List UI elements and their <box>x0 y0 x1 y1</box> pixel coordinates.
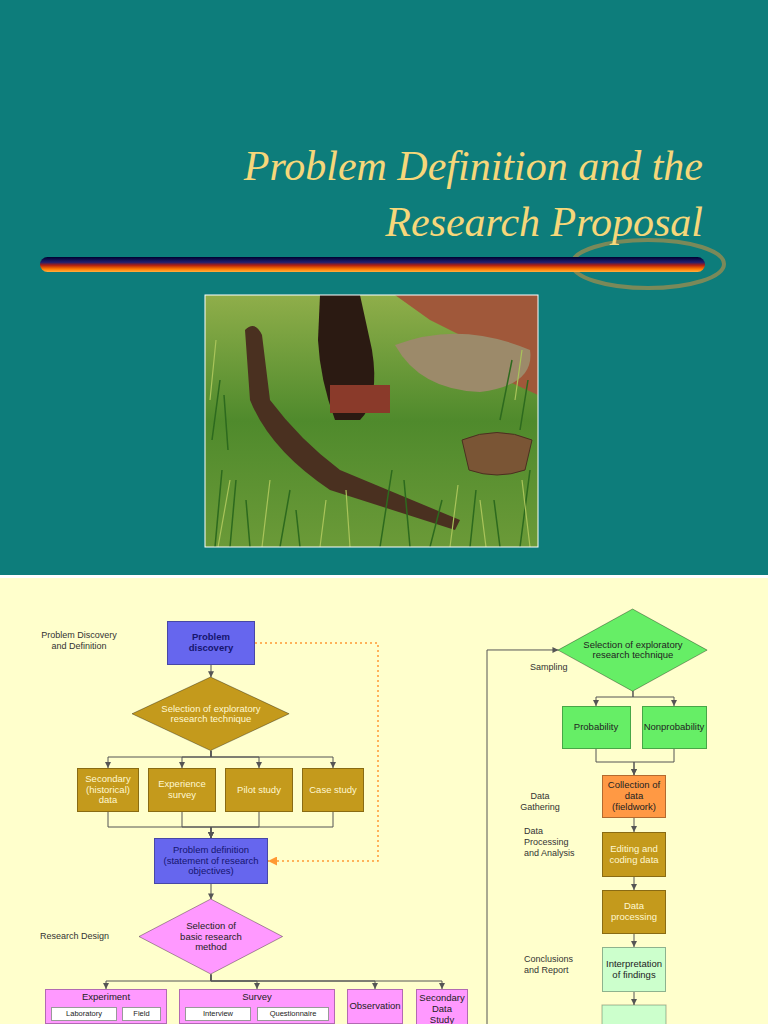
flow-arrow <box>108 812 211 838</box>
sub-box: Questionnaire <box>257 1007 329 1021</box>
node-text: Selection of exploratory research techni… <box>161 704 261 725</box>
slide-title: Problem Definition and the Research Prop… <box>143 138 703 250</box>
photo-figure <box>245 326 460 530</box>
photo-cloth <box>330 385 390 413</box>
flow-arrow <box>211 751 259 768</box>
decision-diamond: Selection of basic research method <box>139 899 283 974</box>
process-box: Editing and coding data <box>602 832 666 877</box>
flow-arrow <box>211 751 333 768</box>
flow-arrow <box>596 749 634 775</box>
flow-arrow <box>634 818 635 832</box>
flow-arrow <box>210 884 211 899</box>
process-box: Interpretation of findings <box>602 947 666 992</box>
node-text: Data processing <box>606 901 662 923</box>
node-text: Interpretation of findings <box>606 959 662 981</box>
node-text: Questionnaire <box>270 1010 317 1019</box>
stage-label: Problem Discovery and Definition <box>34 630 124 652</box>
process-box: Collection of data (fieldwork) <box>602 775 666 818</box>
node-text: Interview <box>203 1010 233 1019</box>
node-text: Field <box>133 1010 149 1019</box>
node-text: Experience survey <box>152 779 212 801</box>
node-text: Nonprobability <box>644 722 705 733</box>
process-box: Case study <box>302 768 364 812</box>
node-text: Editing and coding data <box>606 844 662 866</box>
dotted-flow-arrow <box>255 643 378 861</box>
cream-slide <box>0 578 768 1024</box>
flow-arrow <box>211 975 375 990</box>
photo-frame <box>205 295 538 547</box>
flow-arrow <box>211 975 257 990</box>
flow-arrow <box>634 934 635 947</box>
decision-diamond: Selection of exploratory research techni… <box>558 609 707 691</box>
process-box: Probability <box>562 706 631 749</box>
flow-arrow <box>210 665 211 677</box>
photo <box>205 295 538 547</box>
photo-soil <box>395 295 538 395</box>
node-text: Pilot study <box>237 785 281 796</box>
process-box: Secondary (historical) data <box>77 768 139 812</box>
flow-arrow <box>211 812 259 838</box>
node-text: Problem definition (statement of researc… <box>158 845 264 878</box>
method-box: SurveyInterview Questionnaire <box>179 989 335 1024</box>
node-text: Selection of basic research method <box>175 921 247 952</box>
teal-slide <box>0 0 768 575</box>
stage-label: Sampling <box>530 662 590 673</box>
sub-box: Interview <box>185 1007 251 1021</box>
process-box: Problem discovery <box>167 621 255 665</box>
process-box: Experience survey <box>148 768 216 812</box>
flow-arrow <box>211 812 333 838</box>
node-text: Collection of data (fieldwork) <box>606 780 662 813</box>
photo-cloth <box>395 334 530 392</box>
stage-label: Research Design <box>40 931 120 942</box>
stage-label: Conclusions and Report <box>524 954 586 976</box>
flow-arrow <box>182 812 211 838</box>
flow-arrow <box>633 691 674 706</box>
node-text: Survey <box>242 992 272 1003</box>
flow-arrow <box>108 751 211 768</box>
node-text: Case study <box>309 785 357 796</box>
diamond-shape <box>558 609 707 691</box>
outgoing-flow-line <box>634 992 635 1005</box>
decorative-bar <box>40 257 705 272</box>
node-text: Secondary (historical) data <box>81 774 135 807</box>
flow-arrow <box>106 975 211 990</box>
process-box: Nonprobability <box>642 706 707 749</box>
node-text: Selection of exploratory research techni… <box>583 640 683 661</box>
diamond-shape <box>139 899 283 974</box>
flow-arrow <box>596 691 633 706</box>
sub-box: Field <box>122 1007 161 1021</box>
node-text: Observation <box>349 1001 400 1012</box>
photo-grass <box>205 295 538 547</box>
node-text: Experiment <box>82 992 130 1003</box>
node-text: Probability <box>574 722 618 733</box>
flow-arrow <box>634 749 674 775</box>
photo-grass-blades <box>210 340 530 547</box>
decision-diamond: Selection of exploratory research techni… <box>132 677 289 751</box>
stage-label: Data Gathering <box>512 791 568 813</box>
stage-label: Data Processing and Analysis <box>524 826 576 858</box>
method-box: Observation <box>347 989 403 1024</box>
process-box: Pilot study <box>225 768 293 812</box>
node-text: Problem discovery <box>171 632 251 654</box>
flow-arrow <box>211 975 442 990</box>
flow-arrow <box>634 877 635 890</box>
node-text: Secondary Data Study <box>419 993 464 1024</box>
sub-box: Laboratory <box>51 1007 117 1021</box>
node-text: Laboratory <box>66 1010 102 1019</box>
method-box: Secondary Data Study <box>416 989 468 1024</box>
slide-gap <box>0 575 768 578</box>
flow-arrow <box>182 751 211 768</box>
method-box: ExperimentLaboratory Field <box>45 989 167 1024</box>
process-box: Data processing <box>602 890 666 934</box>
cut-off-box <box>602 1005 666 1024</box>
diamond-shape <box>132 677 289 751</box>
process-box: Problem definition (statement of researc… <box>154 838 268 884</box>
photo-basket <box>462 433 532 476</box>
